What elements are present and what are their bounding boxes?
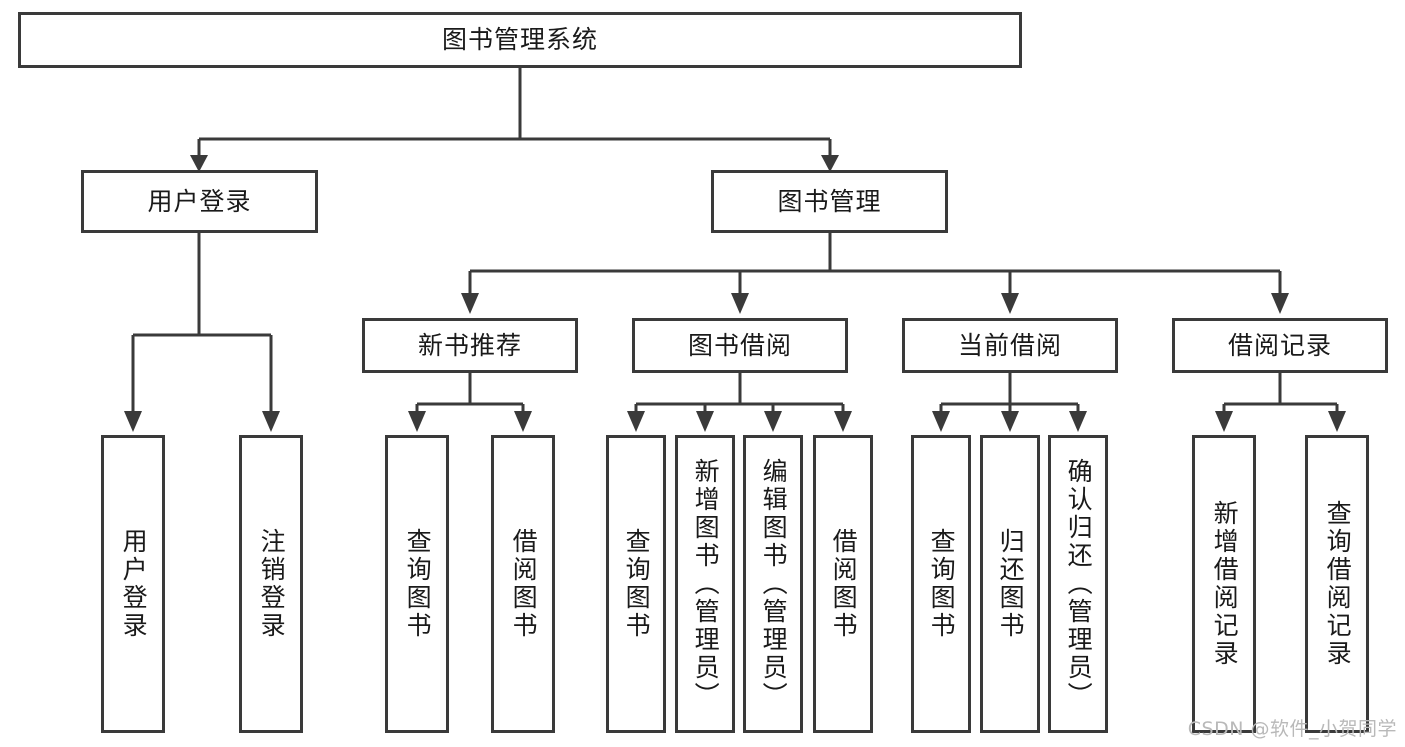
leaf-bb-add-book-admin[interactable]: 新增图书（管理员） bbox=[675, 435, 735, 733]
node-label: 查询图书 bbox=[927, 528, 957, 640]
node-label: 新增借阅记录 bbox=[1210, 500, 1240, 668]
arrowhead-leaf-user-login-2 bbox=[262, 411, 280, 432]
leaf-user-login-login[interactable]: 用户登录 bbox=[101, 435, 165, 733]
arrowhead-leaf-nbr-2 bbox=[514, 411, 532, 432]
node-label: 图书管理 bbox=[777, 186, 882, 216]
leaf-br-query-record[interactable]: 查询借阅记录 bbox=[1305, 435, 1369, 733]
node-borrow-record[interactable]: 借阅记录 bbox=[1172, 318, 1388, 373]
node-label: 归还图书 bbox=[996, 528, 1026, 640]
arrowhead-borrow-record bbox=[1271, 293, 1289, 314]
arrowhead-new-book-recommend bbox=[461, 293, 479, 314]
leaf-cb-return-book[interactable]: 归还图书 bbox=[980, 435, 1040, 733]
leaf-br-add-record[interactable]: 新增借阅记录 bbox=[1192, 435, 1256, 733]
arrowhead-leaf-bb-4 bbox=[834, 411, 852, 432]
node-label: 用户登录 bbox=[119, 528, 149, 640]
arrowhead-leaf-br-2 bbox=[1328, 411, 1346, 432]
leaf-bb-query-book[interactable]: 查询图书 bbox=[606, 435, 666, 733]
leaf-nbr-query-book[interactable]: 查询图书 bbox=[385, 435, 449, 733]
node-label: 确认归还（管理员） bbox=[1064, 458, 1094, 710]
arrowhead-leaf-nbr-1 bbox=[408, 411, 426, 432]
node-label: 图书管理系统 bbox=[441, 25, 598, 55]
node-label: 借阅图书 bbox=[509, 528, 539, 640]
leaf-bb-borrow-book[interactable]: 借阅图书 bbox=[813, 435, 873, 733]
arrowhead-user-login bbox=[190, 155, 208, 172]
node-user-login[interactable]: 用户登录 bbox=[81, 170, 318, 233]
arrowhead-leaf-cb-1 bbox=[932, 411, 950, 432]
arrowhead-book-manage bbox=[821, 155, 839, 172]
node-label: 编辑图书（管理员） bbox=[759, 458, 789, 710]
leaf-nbr-borrow-book[interactable]: 借阅图书 bbox=[491, 435, 555, 733]
arrowhead-leaf-user-login-1 bbox=[124, 411, 142, 432]
leaf-bb-edit-book-admin[interactable]: 编辑图书（管理员） bbox=[743, 435, 803, 733]
node-label: 查询图书 bbox=[403, 528, 433, 640]
leaf-cb-query-book[interactable]: 查询图书 bbox=[911, 435, 971, 733]
node-label: 用户登录 bbox=[147, 186, 252, 216]
arrowhead-leaf-br-1 bbox=[1215, 411, 1233, 432]
node-label: 图书借阅 bbox=[687, 330, 792, 360]
node-label: 新书推荐 bbox=[417, 330, 522, 360]
node-root-system[interactable]: 图书管理系统 bbox=[18, 12, 1022, 68]
node-label: 查询借阅记录 bbox=[1323, 500, 1353, 668]
node-current-borrow[interactable]: 当前借阅 bbox=[902, 318, 1118, 373]
arrowhead-leaf-cb-3 bbox=[1069, 411, 1087, 432]
node-book-management[interactable]: 图书管理 bbox=[711, 170, 948, 233]
node-label: 当前借阅 bbox=[957, 330, 1062, 360]
leaf-cb-confirm-return-admin[interactable]: 确认归还（管理员） bbox=[1048, 435, 1108, 733]
node-new-book-recommend[interactable]: 新书推荐 bbox=[362, 318, 578, 373]
arrowhead-leaf-bb-1 bbox=[627, 411, 645, 432]
node-label: 新增图书（管理员） bbox=[691, 458, 721, 710]
leaf-user-login-logout[interactable]: 注销登录 bbox=[239, 435, 303, 733]
node-label: 借阅记录 bbox=[1227, 330, 1332, 360]
node-book-borrow[interactable]: 图书借阅 bbox=[632, 318, 848, 373]
arrowhead-current-borrow bbox=[1001, 293, 1019, 314]
watermark-text: CSDN @软件_小贺同学 bbox=[1187, 718, 1397, 740]
arrowhead-leaf-bb-3 bbox=[764, 411, 782, 432]
arrowhead-leaf-bb-2 bbox=[696, 411, 714, 432]
arrowhead-leaf-cb-2 bbox=[1001, 411, 1019, 432]
node-label: 借阅图书 bbox=[829, 528, 859, 640]
node-label: 查询图书 bbox=[622, 528, 652, 640]
node-label: 注销登录 bbox=[257, 528, 287, 640]
arrowhead-book-borrow bbox=[731, 293, 749, 314]
